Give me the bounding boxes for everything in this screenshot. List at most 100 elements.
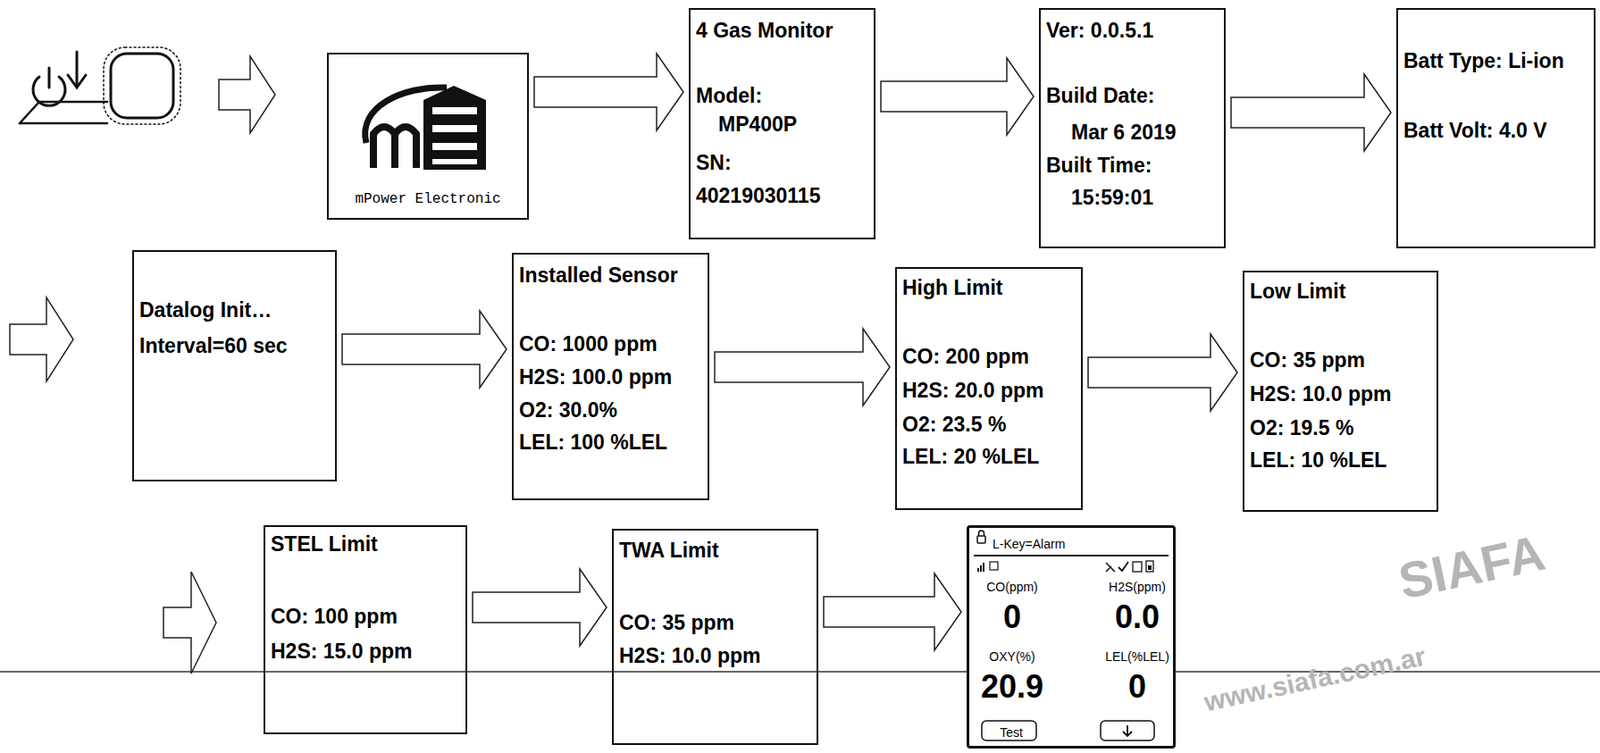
display-reading: Test <box>999 725 1023 741</box>
display-reading: 0.0 <box>1114 597 1160 637</box>
screen-line: H2S: 20.0 ppm <box>902 376 1076 404</box>
display-reading: LEL(%LEL) <box>1105 649 1170 665</box>
screen-line: LEL: 20 %LEL <box>902 443 1076 470</box>
logo-stripe <box>432 159 478 165</box>
battery-icon <box>1147 565 1152 570</box>
button-glow <box>103 47 181 125</box>
flow-arrow <box>342 310 507 388</box>
soft-key <box>1100 720 1155 741</box>
info-screen: Installed SensorCO: 1000 ppmH2S: 100.0 p… <box>511 252 710 501</box>
screen-heading: Installed Sensor <box>519 261 703 289</box>
watermark: www.siafa.com.ar <box>1201 641 1429 719</box>
flow-arrow <box>9 297 74 382</box>
screen-heading: Ver: 0.0.5.1 <box>1046 16 1219 44</box>
info-screen: High LimitCO: 200 ppmH2S: 20.0 ppmO2: 23… <box>895 267 1083 511</box>
screen-line: CO: 1000 ppm <box>519 330 703 358</box>
screen-line: O2: 30.0% <box>519 396 703 424</box>
screen-line: Mar 6 2019 <box>1046 118 1219 146</box>
screen-heading: Datalog Init… <box>139 296 330 324</box>
watermark: SIAFA <box>1393 523 1550 612</box>
screen-line: MP400P <box>695 110 869 138</box>
power-button-icon <box>19 47 181 125</box>
screen-line: SN: <box>695 149 869 176</box>
button-outline <box>110 53 174 118</box>
screen-line: LEL: 10 %LEL <box>1249 446 1432 474</box>
logo-box: mPower Electronic <box>326 52 529 220</box>
flow-arrow <box>714 328 890 406</box>
logo-stripe <box>432 107 478 115</box>
press-arrow <box>67 75 86 88</box>
display-reading: CO(ppm) <box>986 579 1039 595</box>
header-rule <box>973 554 1169 557</box>
battery-icon <box>1146 561 1154 572</box>
log-icon <box>1132 561 1142 572</box>
flow-arrow <box>163 571 217 674</box>
flow-arrow <box>534 53 684 131</box>
soft-key <box>981 720 1037 741</box>
display-reading: 0 <box>1003 597 1022 637</box>
flow-arrow <box>880 58 1034 135</box>
signal-icon <box>980 565 982 572</box>
info-screen: TWA LimitCO: 35 ppmH2S: 10.0 ppm <box>611 528 819 746</box>
info-screen: 4 Gas MonitorModel:MP400P SN: 40219030115 <box>688 8 876 240</box>
device-display: L-Key=AlarmCO(ppm) H2S(ppm) 0 0.0OXY(%) LEL(… <box>966 525 1176 749</box>
screen-line: CO: 35 ppm <box>1249 346 1432 374</box>
screen-heading: Low Limit <box>1249 277 1432 305</box>
screen-heading: 4 Gas Monitor <box>695 16 869 44</box>
pump-icon <box>1105 562 1115 572</box>
logo-graphic <box>365 85 486 170</box>
screen-line: 15:59:01 <box>1046 184 1219 211</box>
info-screen: Ver: 0.0.5.1Build Date: Mar 6 2019Built T… <box>1038 8 1226 249</box>
display-reading: 0 <box>1128 667 1147 706</box>
lock-icon <box>977 536 986 544</box>
display-reading: 20.9 <box>980 667 1044 706</box>
divider-line <box>0 670 967 673</box>
info-screen: Low LimitCO: 35 ppmH2S: 10.0 ppmO2: 19.5… <box>1242 270 1439 512</box>
flow-arrow <box>823 573 962 651</box>
screen-heading: TWA Limit <box>619 536 812 564</box>
display-reading: L-Key=Alarm <box>992 536 1065 553</box>
finger-base <box>19 122 108 126</box>
power-symbol <box>48 67 51 88</box>
flow-arrow <box>472 569 607 646</box>
display-reading: H2S(ppm) <box>1108 579 1166 595</box>
screen-line: H2S: 10.0 ppm <box>1249 380 1432 408</box>
screen-line: Batt Volt: 4.0 V <box>1403 117 1589 144</box>
logo-p <box>423 85 486 170</box>
signal-icon <box>982 562 985 572</box>
screen-line: Model: <box>695 82 869 109</box>
screen-heading: STEL Limit <box>270 530 461 558</box>
signal-icon <box>977 568 980 572</box>
logo-stripe <box>432 142 478 151</box>
screen-line: Build Date: <box>1046 82 1219 109</box>
info-screen: Batt Type: Li-ionBatt Volt: 4.0 V <box>1396 8 1596 249</box>
screen-icons <box>973 530 1169 741</box>
press-arrow <box>75 51 79 86</box>
info-screen: Datalog Init… Interval=60 sec <box>132 250 337 482</box>
screen-line: O2: 23.5 % <box>902 410 1076 438</box>
screen-line: O2: 19.5 % <box>1249 414 1432 442</box>
check-icon <box>1118 561 1129 571</box>
screen-line: 40219030115 <box>695 182 869 210</box>
screen-heading: Batt Type: Li-ion <box>1403 47 1589 75</box>
screen-line: H2S: 10.0 ppm <box>619 642 812 670</box>
screen-line: CO: 200 ppm <box>902 343 1076 370</box>
screen-line: LEL: 100 %LEL <box>519 428 703 456</box>
screen-line: Interval=60 sec <box>139 332 330 360</box>
flow-arrow <box>1231 74 1391 151</box>
screen-heading: mPower Electronic <box>334 190 522 209</box>
finger-base <box>19 101 108 124</box>
info-screen: STEL LimitCO: 100 ppmH2S: 15.0 ppm <box>263 525 468 735</box>
radio-icon <box>989 561 998 570</box>
screen-line: CO: 100 ppm <box>270 603 461 630</box>
down-arrow-icon <box>1122 725 1132 737</box>
screen-line: Built Time: <box>1046 151 1219 179</box>
display-reading: OXY(%) <box>988 649 1035 665</box>
screen-line: CO: 35 ppm <box>619 609 812 637</box>
flow-arrow <box>218 56 276 134</box>
lock-icon <box>979 530 985 537</box>
screen-heading: High Limit <box>902 274 1076 302</box>
logo-stripe <box>432 125 478 133</box>
